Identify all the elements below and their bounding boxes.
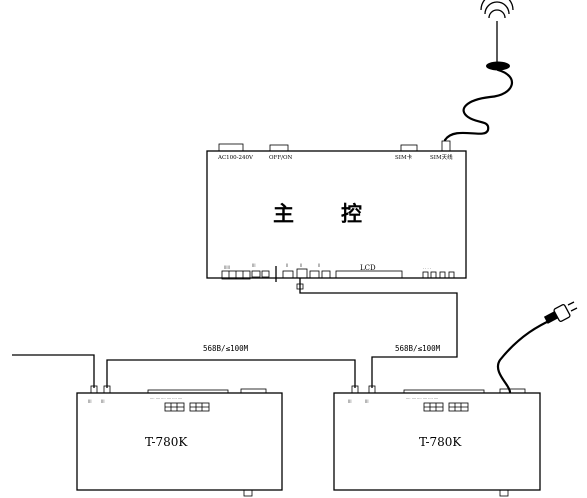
left-eth-port-out xyxy=(103,385,111,394)
switch-port-label: OFF/ON xyxy=(269,155,293,161)
sub-controller-left-model: T-780K xyxy=(145,435,188,449)
switch-port xyxy=(269,144,289,152)
power-plug-icon xyxy=(543,301,578,324)
svg-text:||: || xyxy=(300,263,302,267)
left-terminal-strip xyxy=(147,389,229,394)
right-eth-port-out xyxy=(368,385,376,394)
sub-controller-right-box xyxy=(333,392,541,491)
svg-text:||: || xyxy=(318,263,320,267)
svg-text:|||: ||| xyxy=(365,399,369,403)
main-controller: AC100-240V OFF/ON SIM卡 SIM天线 主 控 ||||| |… xyxy=(206,140,467,282)
svg-text:|||: ||| xyxy=(88,399,92,403)
main-controller-box xyxy=(206,150,467,279)
svg-text:||: || xyxy=(286,263,288,267)
main-ethernet-plug xyxy=(296,283,304,290)
right-power-port xyxy=(499,388,526,394)
left-power-port xyxy=(240,388,267,394)
sim-card-label: SIM卡 xyxy=(395,153,413,161)
cable-label-left: 568B/≤100M xyxy=(203,344,249,353)
bottom-connectors: ||||| ||| || || || · · · · xyxy=(221,263,455,282)
lcd-panel xyxy=(335,270,403,279)
cable-label-right: 568B/≤100M xyxy=(395,344,441,353)
left-eth-port-in xyxy=(90,385,98,394)
main-controller-title-char-1: 主 xyxy=(273,201,294,226)
sim-antenna-port xyxy=(441,140,451,152)
power-port-label: AC100-240V xyxy=(217,155,254,161)
svg-text:|||: ||| xyxy=(348,399,352,403)
sub-controller-left: ||| ||| ···· ···· ···· ···· ···· ···· T-… xyxy=(76,385,283,497)
power-cable xyxy=(497,316,557,394)
cable-main-to-right xyxy=(299,278,458,388)
sim-card-slot xyxy=(400,144,418,152)
right-terminal-strip xyxy=(403,389,485,394)
sub-controller-right: ||| ||| ···· ···· ···· ···· ···· ···· T-… xyxy=(333,385,541,497)
svg-text:|||: ||| xyxy=(252,263,256,267)
svg-text:· · · ·: · · · · xyxy=(423,267,431,271)
svg-text:|||||: ||||| xyxy=(224,265,230,269)
sub-controller-right-model: T-780K xyxy=(419,435,462,449)
lcd-label: LCD xyxy=(360,264,376,272)
cable-left-input xyxy=(12,354,95,388)
svg-text:|||: ||| xyxy=(101,399,105,403)
sub-controller-left-box xyxy=(76,392,283,491)
svg-text:···· ···· ···· ···· ···· ····: ···· ···· ···· ···· ···· ···· xyxy=(406,397,438,401)
ethernet-out-port xyxy=(296,268,308,279)
main-controller-title-char-2: 控 xyxy=(341,201,362,226)
power-port xyxy=(218,143,244,152)
antenna-icon xyxy=(443,0,514,142)
right-eth-port-in xyxy=(351,385,359,394)
cable-right-to-left xyxy=(106,359,356,388)
svg-text:···· ···· ···· ···· ···· ····: ···· ···· ···· ···· ···· ···· xyxy=(150,397,182,401)
sim-antenna-label: SIM天线 xyxy=(430,153,453,161)
